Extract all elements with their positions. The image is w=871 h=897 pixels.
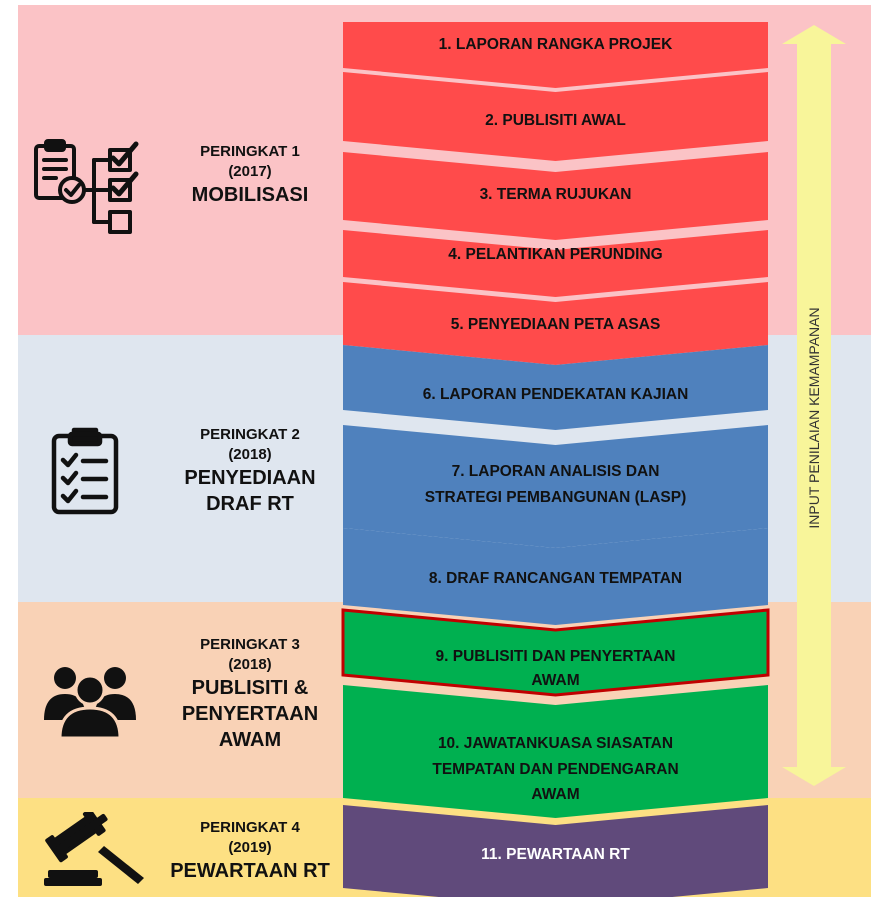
clipboard-icon <box>51 427 119 515</box>
checklist-icon <box>34 139 139 234</box>
phase-name: PEWARTAAN RT <box>170 860 330 882</box>
phase-name: PUBLISITI & <box>191 677 309 699</box>
step-9-chevron <box>341 608 770 697</box>
phase-2-text: PERINGKAT 2 (2018) PENYEDIAAN DRAF RT <box>160 425 340 517</box>
step-1-label: 1. LAPORAN RANGKA PROJEK <box>439 36 673 53</box>
phase-4-text: PERINGKAT 4 (2019) PEWARTAAN RT <box>150 818 350 884</box>
phase-year: (2018) <box>228 656 272 673</box>
step-4-chevron <box>343 230 768 297</box>
phase-name: AWAM <box>218 729 282 751</box>
step-7-label: STRATEGI PEMBANGUNAN (LASP) <box>425 489 687 506</box>
step-10-label: TEMPATAN DAN PENDENGARAN <box>432 761 678 778</box>
step-11-chevron <box>343 805 768 897</box>
step-3-label: 3. TERMA RUJUKAN <box>480 186 632 203</box>
phase-name: MOBILISASI <box>191 184 309 206</box>
side-arrow-label: INPUT PENILAIAN KEMAMPANAN <box>806 307 822 528</box>
step-7-chevron <box>343 425 768 548</box>
phase-3-text: PERINGKAT 3 (2018) PUBLISITI & PENYERTAA… <box>160 635 340 753</box>
step-6-chevron <box>343 345 768 430</box>
step-2-chevron <box>343 72 768 161</box>
phase-year: (2017) <box>228 163 272 180</box>
step-4-label: 4. PELANTIKAN PERUNDING <box>448 246 662 263</box>
step-2-label: 2. PUBLISITI AWAL <box>485 112 626 129</box>
phase-name: PENYERTAAN <box>181 703 319 725</box>
step-3-chevron <box>343 152 768 240</box>
step-8-chevron <box>343 528 768 625</box>
phase-year: (2019) <box>228 839 272 856</box>
step-9-label: AWAM <box>531 672 579 689</box>
step-5-label: 5. PENYEDIAAN PETA ASAS <box>451 316 661 333</box>
gavel-icon <box>44 812 144 886</box>
step-6-label: 6. LAPORAN PENDEKATAN KAJIAN <box>423 386 689 403</box>
phase-name: DRAF RT <box>206 493 294 515</box>
phase-label: PERINGKAT 1 <box>200 143 300 160</box>
phase-label: PERINGKAT 2 <box>200 426 300 443</box>
step-8-label: 8. DRAF RANCANGAN TEMPATAN <box>429 570 682 587</box>
step-1-chevron <box>343 22 768 88</box>
step-11-label: 11. PEWARTAAN RT <box>481 846 630 863</box>
step-10-label: 10. JAWATANKUASA SIASATAN <box>438 735 673 752</box>
side-arrow-shape <box>782 25 846 786</box>
step-9-label: 9. PUBLISITI DAN PENYERTAAN <box>436 648 676 665</box>
step-7-label: 7. LAPORAN ANALISIS DAN <box>452 463 660 480</box>
step-5-chevron <box>343 282 768 365</box>
side-arrow: INPUT PENILAIAN KEMAMPANAN <box>782 25 846 786</box>
people-icon <box>44 667 136 740</box>
phase-label: PERINGKAT 3 <box>200 636 300 653</box>
phase-year: (2018) <box>228 446 272 463</box>
phase-1-text: PERINGKAT 1 (2017) MOBILISASI <box>160 142 340 208</box>
phase-label: PERINGKAT 4 <box>200 819 300 836</box>
step-10-label: AWAM <box>531 786 579 803</box>
phase-name: PENYEDIAAN <box>184 467 316 489</box>
step-10-chevron <box>343 685 768 818</box>
